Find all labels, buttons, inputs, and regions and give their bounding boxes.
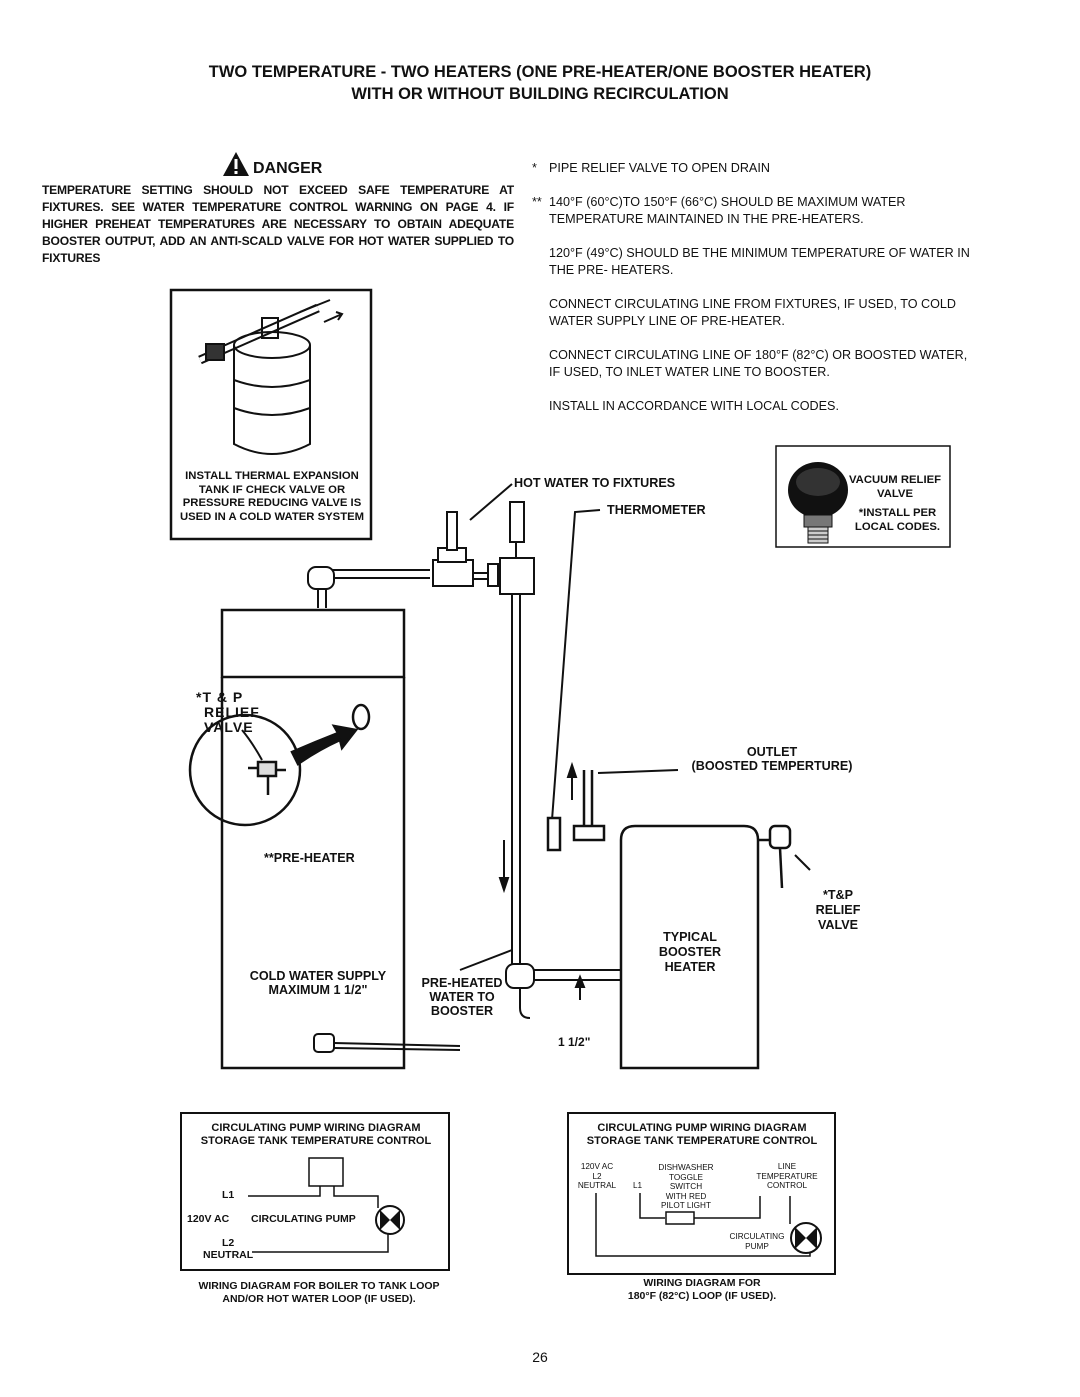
tp-valve-magnifier bbox=[188, 713, 359, 827]
thermometer-label: THERMOMETER bbox=[607, 503, 706, 517]
wiring-right-supply: 120V AC L2 NEUTRAL bbox=[577, 1162, 617, 1190]
expansion-tank-icon bbox=[198, 299, 344, 455]
wiring-left-box bbox=[180, 1112, 450, 1271]
wiring-left-caption: WIRING DIAGRAM FOR BOILER TO TANK LOOP A… bbox=[198, 1280, 440, 1305]
note-item: 120°F (49°C) SHOULD BE THE MINIMUM TEMPE… bbox=[549, 246, 970, 277]
expansion-tank-caption: INSTALL THERMAL EXPANSION TANK IF CHECK … bbox=[179, 470, 365, 523]
wiring-right-switch: DISHWASHER TOGGLE SWITCH WITH RED PILOT … bbox=[658, 1163, 714, 1210]
pre-heater-label: **PRE-HEATER bbox=[264, 851, 355, 865]
booster-heater-tank bbox=[546, 770, 792, 1070]
pipe-size-label: 1 1/2" bbox=[558, 1035, 591, 1049]
vacuum-relief-box bbox=[775, 445, 951, 548]
page-number: 26 bbox=[532, 1349, 548, 1365]
booster-tp-label: *T&P RELIEF VALVE bbox=[815, 888, 861, 932]
wiring-left-lines bbox=[248, 1157, 389, 1253]
note-item: CONNECT CIRCULATING LINE OF 180°F (82°C)… bbox=[549, 348, 968, 379]
wiring-left-title: CIRCULATING PUMP WIRING DIAGRAM STORAGE … bbox=[200, 1122, 432, 1147]
hot-outlet-piping bbox=[307, 501, 620, 1019]
booster-heater-label: TYPICAL BOOSTER HEATER bbox=[658, 930, 722, 974]
pre-heater-tank bbox=[220, 608, 406, 1070]
wiring-left-pump: CIRCULATING PUMP bbox=[251, 1213, 356, 1225]
expansion-tank-box bbox=[169, 288, 373, 541]
vacuum-relief-label: VACUUM RELIEF VALVE bbox=[848, 474, 942, 500]
note-item: *PIPE RELIEF VALVE TO OPEN DRAIN bbox=[532, 161, 770, 175]
wiring-right-title: CIRCULATING PUMP WIRING DIAGRAM STORAGE … bbox=[586, 1122, 818, 1147]
hot-water-label: HOT WATER TO FIXTURES bbox=[514, 476, 676, 490]
cold-supply-label: COLD WATER SUPPLY MAXIMUM 1 1/2" bbox=[249, 969, 387, 997]
preheated-label: PRE-HEATED WATER TO BOOSTER bbox=[421, 976, 503, 1018]
note-item: INSTALL IN ACCORDANCE WITH LOCAL CODES. bbox=[549, 399, 839, 413]
wiring-right-pump: CIRCULATING PUMP bbox=[729, 1232, 785, 1251]
flow-arrows bbox=[498, 761, 586, 1000]
page-title-line2: WITH OR WITHOUT BUILDING RECIRCULATION bbox=[351, 85, 729, 103]
vacuum-relief-note: *INSTALL PER LOCAL CODES. bbox=[854, 507, 941, 533]
wiring-left-voltage: 120V AC bbox=[187, 1213, 230, 1225]
wiring-right-box bbox=[567, 1112, 836, 1275]
danger-text: TEMPERATURE SETTING SHOULD NOT EXCEED SA… bbox=[42, 183, 514, 265]
wiring-right-control: LINE TEMPERATURE CONTROL bbox=[756, 1162, 818, 1190]
wiring-left-l2: L2 bbox=[222, 1237, 235, 1249]
vacuum-relief-icon bbox=[788, 462, 848, 544]
outlet-label: OUTLET (BOOSTED TEMPERTURE) bbox=[691, 745, 853, 773]
note-item: CONNECT CIRCULATING LINE FROM FIXTURES, … bbox=[549, 297, 957, 328]
warning-icon bbox=[222, 151, 250, 182]
cold-inlet-fitting bbox=[313, 1033, 461, 1053]
wiring-right-l1: L1 bbox=[633, 1181, 643, 1190]
wiring-left-l1: L1 bbox=[222, 1189, 235, 1201]
notes-list: *PIPE RELIEF VALVE TO OPEN DRAIN **140°F… bbox=[532, 160, 977, 432]
preheater-tp-label: *T & P RELIEF VALVE bbox=[196, 689, 260, 735]
leader-lines bbox=[459, 483, 811, 971]
wiring-right-caption: WIRING DIAGRAM FOR 180°F (82°C) LOOP (IF… bbox=[627, 1277, 777, 1302]
page-title-line1: TWO TEMPERATURE - TWO HEATERS (ONE PRE-H… bbox=[208, 63, 872, 81]
wiring-left-neutral: NEUTRAL bbox=[203, 1249, 254, 1261]
note-item: **140°F (60°C)TO 150°F (66°C) SHOULD BE … bbox=[532, 195, 906, 226]
danger-heading: DANGER bbox=[253, 160, 323, 177]
pump-icon-right bbox=[790, 1222, 822, 1254]
pump-icon-left bbox=[375, 1205, 405, 1235]
